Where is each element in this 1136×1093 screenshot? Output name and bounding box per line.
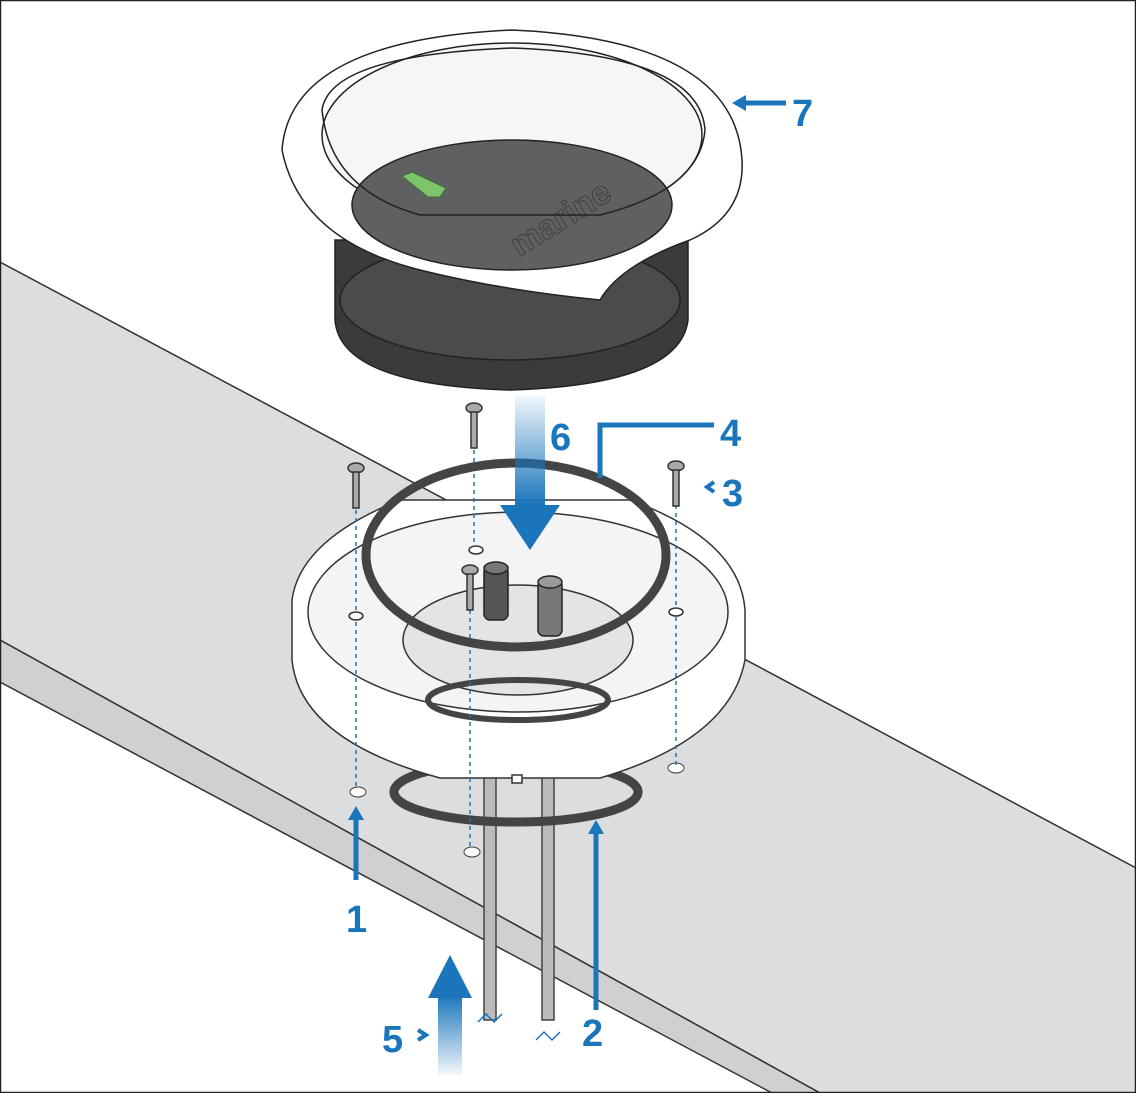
callout-5: 5 <box>382 1019 403 1061</box>
screw-icon <box>465 402 483 449</box>
screw-icon <box>347 462 365 509</box>
cable-connectors <box>483 561 563 637</box>
screw-icon <box>461 564 479 611</box>
mounting-base <box>291 450 746 850</box>
screws <box>347 402 685 611</box>
display-unit: marine <box>281 29 743 391</box>
mounting-holes <box>349 762 685 858</box>
callout-7: 7 <box>792 93 813 135</box>
callout-4: 4 <box>720 413 741 455</box>
callout-1: 1 <box>346 899 367 941</box>
callout-2: 2 <box>582 1013 603 1055</box>
screw-icon <box>667 460 685 507</box>
callout-arrows <box>348 95 786 1075</box>
callout-3: 3 <box>722 473 743 515</box>
callout-6: 6 <box>550 417 571 459</box>
